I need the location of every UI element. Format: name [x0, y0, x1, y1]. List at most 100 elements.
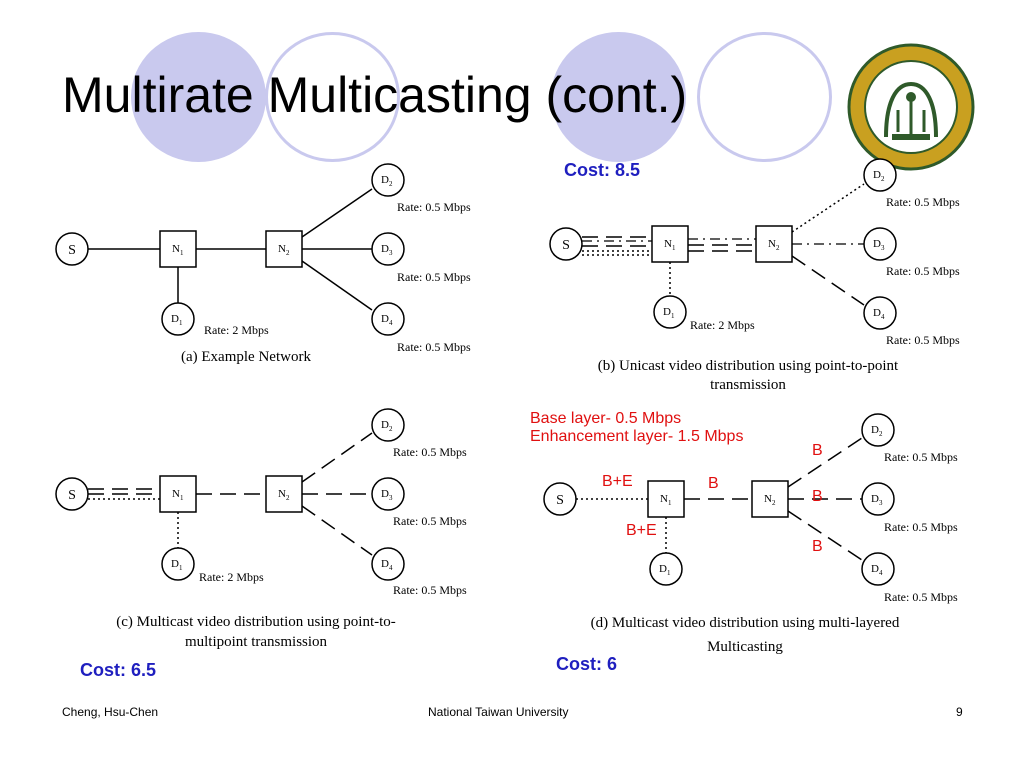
rate-d1: Rate: 2 Mbps — [204, 323, 269, 337]
node-c-d3-sub: 3 — [389, 494, 393, 502]
edge-c-n2-d2 — [301, 432, 373, 483]
caption-c-line2: multipoint transmission — [185, 634, 328, 650]
rate-c-d1: Rate: 2 Mbps — [199, 570, 264, 584]
node-c-d4-sub: 4 — [389, 564, 393, 572]
cost-c: Cost: 6.5 — [80, 660, 157, 680]
diagram-c-multicast: S N1 N2 D1 D2 D3 D4 Rate: 0.5 Mbps Rate:… — [55, 408, 467, 650]
node-c-d2-sub: 2 — [389, 425, 393, 433]
node-d-d1-sub: 1 — [667, 569, 671, 577]
node-c-s — [55, 477, 89, 511]
node-d-d3-label: D — [871, 493, 879, 505]
node-d-d4-label: D — [871, 563, 879, 575]
svg-text:D4: D4 — [871, 563, 883, 577]
node-b-d4-label: D — [873, 307, 881, 319]
svg-text:D2: D2 — [381, 419, 393, 433]
node-b-d1 — [653, 295, 687, 329]
svg-text:N2: N2 — [278, 243, 290, 257]
node-d-d4 — [861, 552, 895, 586]
svg-text:D4: D4 — [873, 307, 885, 321]
node-d4-sub: 4 — [389, 319, 393, 327]
svg-text:D4: D4 — [381, 313, 393, 327]
node-n2-label: N — [278, 243, 286, 255]
rate-c-d3: Rate: 0.5 Mbps — [393, 514, 467, 528]
svg-text:N1: N1 — [172, 243, 184, 257]
node-b-s-label: S — [562, 238, 570, 253]
node-d-n2-label: N — [764, 493, 772, 505]
svg-text:N1: N1 — [664, 238, 676, 252]
node-d-n2 — [751, 480, 789, 518]
decor-circle-3 — [551, 32, 686, 162]
node-d1 — [161, 302, 195, 336]
edge-b-n2-d4 — [791, 255, 865, 306]
label-b-d2: B — [812, 442, 823, 459]
rate-b-d2: Rate: 0.5 Mbps — [886, 195, 960, 209]
footer-page-number: 9 — [956, 705, 963, 719]
node-b-s — [549, 227, 583, 261]
diagram-b-unicast: S N1 N2 D1 D2 D3 D4 Rate: 0.5 Mbps Rate:… — [549, 158, 960, 393]
node-b-d3 — [863, 227, 897, 261]
node-c-d2-label: D — [381, 419, 389, 431]
svg-text:D3: D3 — [873, 238, 885, 252]
page-title: Multirate Multicasting (cont.) — [62, 67, 688, 123]
label-b-n1-n2: B — [708, 475, 719, 492]
node-c-n2 — [265, 475, 303, 513]
footer-institution: National Taiwan University — [428, 705, 569, 719]
caption-c-line1: (c) Multicast video distribution using p… — [116, 614, 396, 630]
node-s — [55, 232, 89, 266]
node-c-d4 — [371, 547, 405, 581]
svg-text:D2: D2 — [381, 174, 393, 188]
decor-circle-1 — [131, 32, 266, 162]
node-b-d1-label: D — [663, 306, 671, 318]
node-b-n2-sub: 2 — [776, 244, 780, 252]
node-d2-sub: 2 — [389, 180, 393, 188]
edge-n2-d2 — [301, 188, 373, 238]
svg-text:D3: D3 — [381, 243, 393, 257]
node-d-d1 — [649, 552, 683, 586]
node-n2-sub: 2 — [286, 249, 290, 257]
rate-b-d1: Rate: 2 Mbps — [690, 318, 755, 332]
node-d1-label: D — [171, 313, 179, 325]
node-d4-label: D — [381, 313, 389, 325]
enhancement-layer-label: Enhancement layer- 1.5 Mbps — [530, 428, 744, 445]
node-c-d2 — [371, 408, 405, 442]
node-b-n1-label: N — [664, 238, 672, 250]
node-c-d1-sub: 1 — [179, 564, 183, 572]
svg-text:D3: D3 — [381, 488, 393, 502]
node-b-d3-sub: 3 — [881, 244, 885, 252]
node-d-n1-sub: 1 — [668, 499, 672, 507]
node-c-d1 — [161, 547, 195, 581]
rate-d2: Rate: 0.5 Mbps — [397, 200, 471, 214]
caption-b-line1: (b) Unicast video distribution using poi… — [598, 358, 899, 374]
cost-d: Cost: 6 — [556, 654, 618, 674]
svg-text:N2: N2 — [764, 493, 776, 507]
diagram-d-multilayer: S N1 N2 D1 D2 D3 D4 Rate: 0.5 Mbps Rate:… — [543, 413, 958, 655]
edge-c-n2-d4 — [301, 505, 373, 556]
node-c-n1-sub: 1 — [180, 494, 184, 502]
edge-b-n2-d2 — [791, 183, 865, 233]
rate-d-d4: Rate: 0.5 Mbps — [884, 590, 958, 604]
node-d1-sub: 1 — [179, 319, 183, 327]
rate-d-d2: Rate: 0.5 Mbps — [884, 450, 958, 464]
node-b-n2 — [755, 225, 793, 263]
caption-d-line2: Multicasting — [707, 639, 783, 655]
node-d2 — [371, 163, 405, 197]
node-b-n2-label: N — [768, 238, 776, 250]
node-b-n1 — [651, 225, 689, 263]
node-d2-label: D — [381, 174, 389, 186]
rate-c-d2: Rate: 0.5 Mbps — [393, 445, 467, 459]
base-layer-label: Base layer- 0.5 Mbps — [530, 410, 682, 427]
rate-b-d3: Rate: 0.5 Mbps — [886, 264, 960, 278]
node-b-n1-sub: 1 — [672, 244, 676, 252]
node-d3-sub: 3 — [389, 249, 393, 257]
cost-b: Cost: 8.5 — [564, 160, 641, 180]
footer-author: Cheng, Hsu-Chen — [62, 705, 159, 719]
node-n1-label: N — [172, 243, 180, 255]
svg-text:N1: N1 — [172, 488, 184, 502]
svg-text:D1: D1 — [171, 558, 183, 572]
decor-circle-4 — [697, 32, 832, 162]
rate-d4: Rate: 0.5 Mbps — [397, 340, 471, 354]
label-be-n1-d1: B+E — [626, 522, 657, 539]
node-d-d4-sub: 4 — [879, 569, 883, 577]
node-d-s-label: S — [556, 493, 564, 508]
rate-b-d4: Rate: 0.5 Mbps — [886, 333, 960, 347]
